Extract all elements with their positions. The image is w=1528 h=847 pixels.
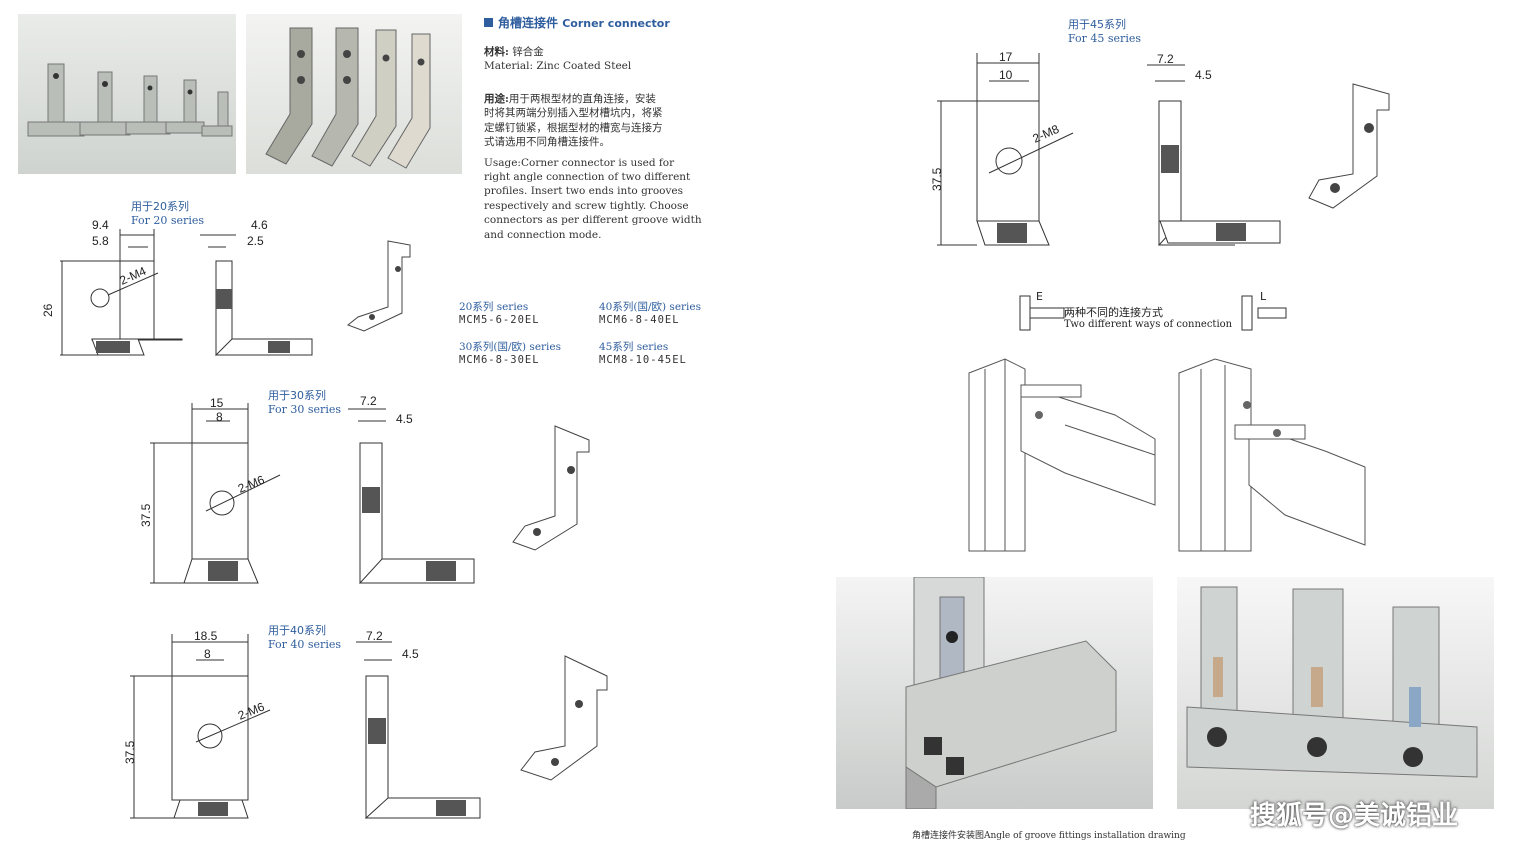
usage-en-line: right angle connection of two different (484, 171, 691, 184)
usage-cn-line: 式请选用不同角槽连接件。 (484, 136, 610, 149)
material-label: 材料: (484, 46, 509, 58)
usage-label: 用途: (484, 93, 509, 105)
model-code: MCM5-6-20EL (459, 314, 540, 326)
model-series: 45系列 series (599, 341, 669, 353)
model-series: 30系列(国/欧) series (459, 341, 562, 353)
watermark: 搜狐号@美诚铝业 (1250, 801, 1459, 831)
dim-side1: 7.2 (366, 630, 383, 643)
title-cn: 角槽连接件 (498, 16, 559, 30)
install-photo-2 (1177, 577, 1494, 809)
connection-cn: 两种不同的连接方式 (1064, 306, 1163, 319)
iso-series30 (512, 425, 590, 551)
dim-hole: 2-M6 (236, 472, 267, 495)
dim-side1: 4.6 (251, 218, 268, 232)
caption-en: For 45 series (1068, 32, 1141, 45)
dim-side1: 7.2 (1157, 52, 1174, 66)
caption-cn: 用于40系列 (268, 624, 326, 637)
dim-side1: 7.2 (360, 395, 377, 408)
material-en: Material: Zinc Coated Steel (484, 60, 632, 73)
model-20: 20系列 series MCM5-6-20EL (459, 299, 540, 326)
caption-cn: 用于20系列 (131, 200, 189, 213)
profile-illustration (1186, 586, 1478, 778)
dim-side2: 4.5 (1195, 68, 1212, 82)
model-30: 30系列(国/欧) series MCM6-8-30EL (459, 339, 561, 366)
install-caption: 角槽连接件安装图Angle of groove fittings install… (912, 831, 1186, 841)
drawing-series40: 18.5 8 37.5 2-M6 7.2 4.5 (123, 630, 481, 819)
dim-width: 17 (999, 50, 1013, 64)
usage-cn-line: 用于两根型材的直角连接，安装 (508, 93, 656, 105)
model-code: MCM6-8-40EL (599, 314, 680, 326)
caption-en: For 30 series (268, 403, 341, 416)
caption-cn: 用于30系列 (268, 389, 326, 402)
usage-en-line: Usage:Corner connector is used for (484, 156, 675, 169)
dim-side2: 4.5 (396, 412, 413, 426)
connectors-illustration-large (265, 27, 431, 169)
model-code: MCM6-8-30EL (459, 354, 540, 366)
caption-40: 用于40系列 For 40 series (268, 624, 341, 652)
dim-width: 9.4 (92, 218, 109, 232)
dim-slot: 8 (216, 410, 223, 424)
model-45: 45系列 series MCM8-10-45EL (599, 339, 687, 366)
dim-hole: 2-M8 (1031, 122, 1062, 146)
connection-e-label: E (1036, 290, 1043, 303)
material-block: 材料: 锌合金 Material: Zinc Coated Steel (484, 45, 714, 74)
material-value: 锌合金 (512, 46, 544, 58)
assembly-drawing-e (968, 358, 1156, 552)
title-en: Corner connector (562, 17, 670, 30)
iso-series45 (1308, 83, 1390, 209)
model-code: MCM8-10-45EL (599, 354, 687, 366)
dim-slot: 8 (204, 647, 211, 661)
usage-en-line: profiles. Insert two ends into grooves (484, 185, 683, 198)
usage-en-line: respectively and screw tightly. Choose (484, 199, 689, 212)
dim-slot: 5.8 (92, 234, 109, 248)
dim-height: 37.5 (123, 740, 137, 764)
dim-hole: 2-M6 (236, 699, 267, 722)
dim-height: 37.5 (139, 503, 153, 527)
connection-en: Two different ways of connection (1064, 319, 1233, 330)
caption-45: 用于45系列 For 45 series (1068, 18, 1141, 46)
iso-series40 (520, 655, 608, 781)
dim-height: 26 (41, 303, 55, 317)
usage-en-line: connectors as per different groove width (484, 214, 702, 227)
usage-en-line: and connection mode. (484, 228, 602, 241)
model-series: 40系列(国/欧) series (599, 301, 702, 313)
iso-series20 (347, 240, 411, 332)
caption-en: For 40 series (268, 638, 341, 651)
caption-30: 用于30系列 For 30 series (268, 389, 341, 417)
profile-illustration (905, 577, 1117, 809)
connection-l-label: L (1260, 290, 1267, 303)
connection-block: E 两种不同的连接方式 Two different ways of connec… (1016, 290, 1287, 334)
assembly-drawing-l (1178, 358, 1366, 552)
install-photo-1 (836, 577, 1153, 809)
dim-width: 18.5 (194, 630, 218, 643)
usage-cn-line: 定螺钉锁紧，根据型材的槽宽与连接方 (484, 121, 663, 134)
caption-cn: 用于45系列 (1068, 18, 1126, 31)
title-bullet-icon (484, 18, 493, 27)
connectors-illustration (27, 63, 233, 137)
caption-20: 用于20系列 For 20 series (131, 200, 204, 228)
section-title: 角槽连接件 Corner connector (484, 14, 670, 31)
dim-side2: 4.5 (402, 647, 419, 661)
dim-side2: 2.5 (247, 234, 264, 248)
caption-en: For 20 series (131, 214, 204, 227)
dim-width: 15 (210, 396, 224, 410)
dim-height: 37.5 (930, 167, 944, 191)
product-photo-large-connectors (246, 14, 462, 174)
model-40: 40系列(国/欧) series MCM6-8-40EL (599, 299, 701, 326)
connection-l-icon (1241, 295, 1287, 331)
usage-block: 用途:用于两根型材的直角连接，安装 时将其两端分别插入型材槽坑内，将紧 定螺钉锁… (484, 92, 724, 242)
connection-e-icon (1019, 295, 1065, 331)
product-photo-small-connectors (18, 14, 236, 174)
dim-slot: 10 (999, 68, 1013, 82)
usage-cn-line: 时将其两端分别插入型材槽坑内，将紧 (484, 107, 663, 120)
drawing-series45-side (1159, 220, 1281, 244)
drawing-series20: 9.4 5.8 26 2-M4 4.6 2.5 (41, 218, 313, 356)
model-series: 20系列 series (459, 301, 529, 313)
drawing-series30: 15 8 37.5 2-M6 7.2 4.5 (139, 395, 475, 584)
